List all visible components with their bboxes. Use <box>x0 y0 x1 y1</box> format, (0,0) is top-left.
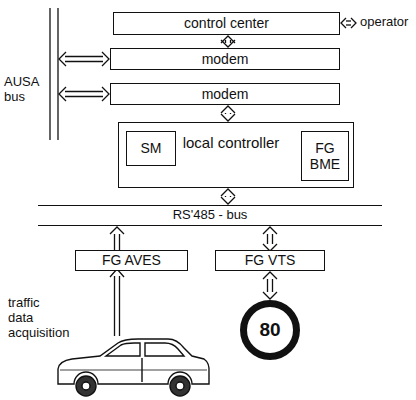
modem-box: modem <box>110 48 340 70</box>
bus-line <box>57 8 58 140</box>
acquisition-arrow <box>110 269 124 336</box>
bus-arrow <box>59 52 109 66</box>
node-text: modem <box>202 51 249 67</box>
node-text: FG VTS <box>245 252 296 268</box>
plain-label: AUSA bus <box>4 75 46 105</box>
plain-label: traffic data acquisition <box>8 296 58 341</box>
node-text: RS'485 - bus <box>173 208 248 223</box>
node-text: FG BME <box>305 140 345 172</box>
node-text: 80 <box>259 319 280 341</box>
node-text: control center <box>184 15 269 31</box>
double-arrow <box>221 189 235 204</box>
bus-arrow <box>59 87 109 101</box>
bus-band: RS'485 - bus <box>38 205 382 226</box>
node-text: modem <box>202 86 249 102</box>
module-box: FG AVES <box>75 250 188 271</box>
operator-arrow <box>341 18 356 28</box>
double-arrow <box>110 227 124 251</box>
speed-sign: 80 <box>240 300 300 360</box>
node-text: FG AVES <box>102 252 161 268</box>
modem-box: modem <box>110 83 340 105</box>
double-arrow <box>221 106 235 121</box>
node-text: local controller <box>181 134 281 151</box>
controller-box: local controller SM FG BME <box>118 122 354 188</box>
bus-line <box>49 8 50 140</box>
node-text: SM <box>141 140 162 156</box>
car-illustration <box>58 339 209 396</box>
process-box: control center <box>113 12 340 35</box>
double-arrow <box>221 36 235 47</box>
plain-label: operator <box>360 15 414 30</box>
module-box: FG BME <box>301 131 349 181</box>
module-box: SM <box>126 131 176 166</box>
module-box: FG VTS <box>215 250 325 271</box>
double-arrow <box>263 272 277 299</box>
double-arrow <box>263 227 277 251</box>
